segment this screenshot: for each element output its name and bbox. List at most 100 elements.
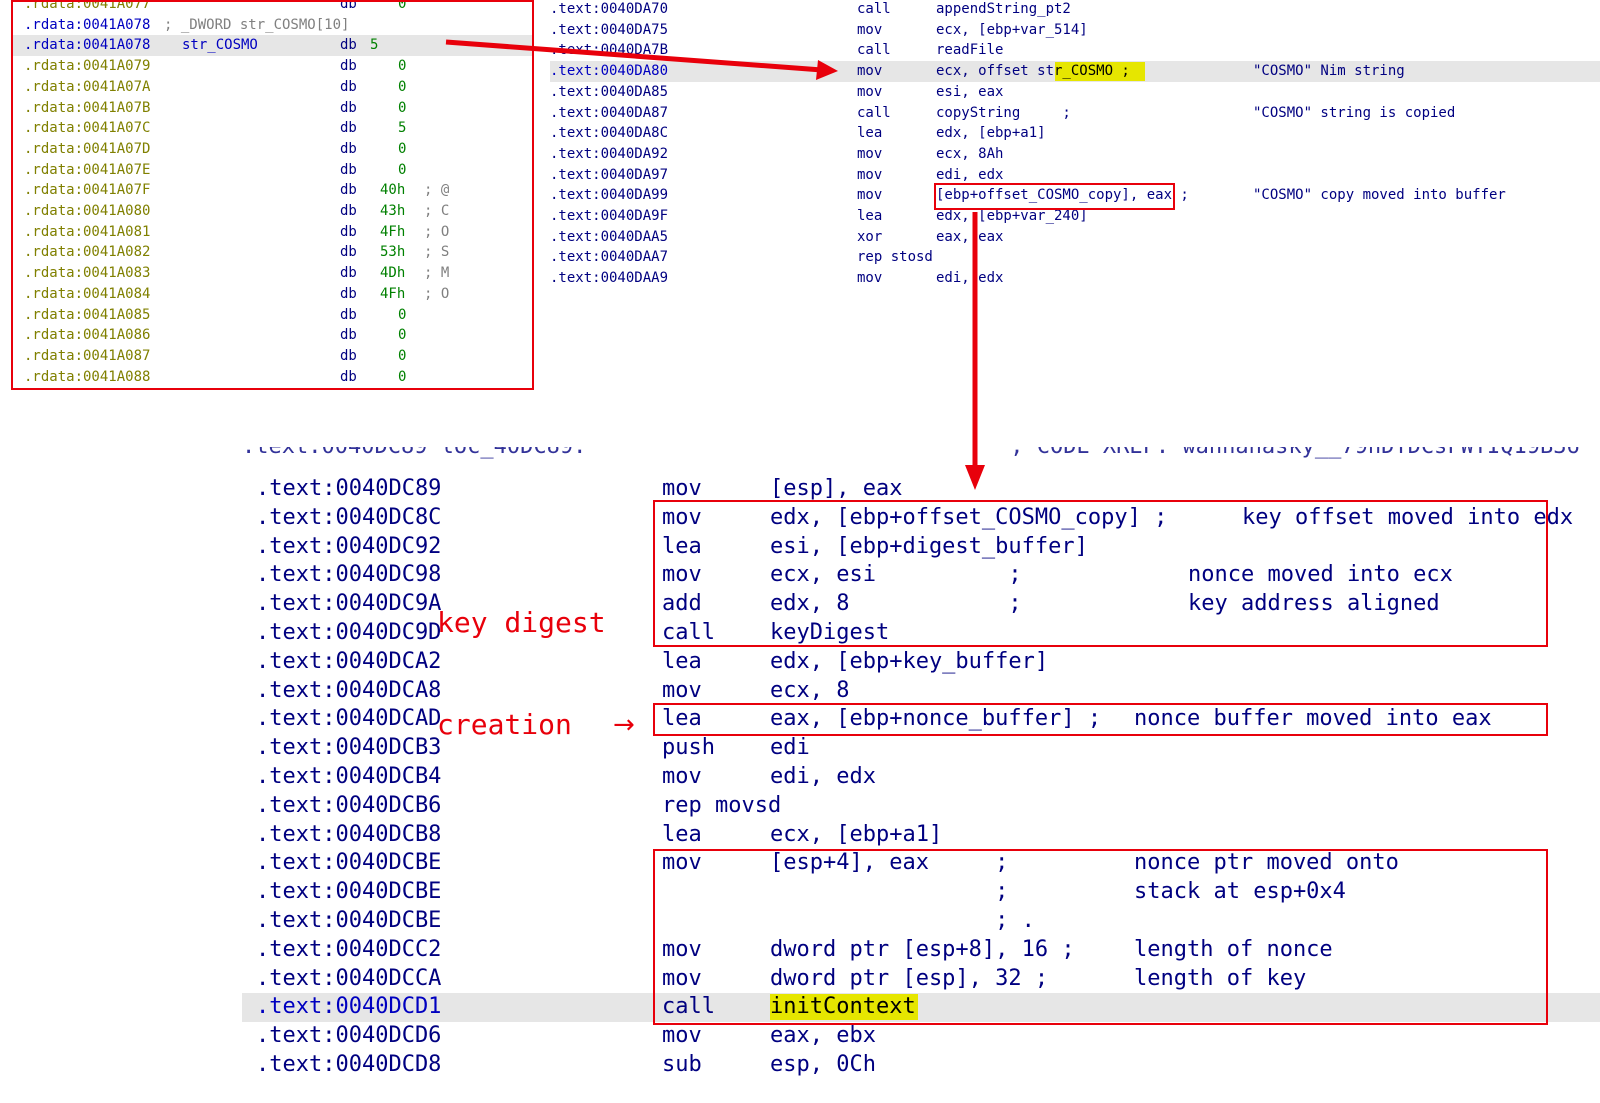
mnemonic: lea — [662, 706, 702, 732]
rdata-address: .rdata:0041A079 — [24, 58, 151, 75]
mnemonic: mov — [857, 83, 883, 100]
text-address: .text:0040DCB4 — [256, 764, 442, 789]
operands: edi, edx — [936, 270, 1004, 287]
rdata-address: .rdata:0041A07D — [24, 140, 151, 157]
comment: "COSMO" Nim string — [1253, 63, 1405, 80]
operands: edx, [ebp+key_buffer] — [770, 648, 1049, 674]
rdata-directive: db — [340, 306, 357, 323]
mnemonic: lea — [662, 821, 702, 847]
mnemonic: call — [857, 1, 891, 17]
text-address: .text:0040DC8C — [256, 504, 442, 530]
rdata-address: .rdata:0041A07C — [24, 120, 151, 137]
mnemonic: lea — [857, 208, 883, 224]
comment: stack at esp+0x4 — [1134, 879, 1346, 905]
rdata-directive: db — [340, 285, 357, 302]
text-address: .text:0040DCA8 — [256, 677, 442, 703]
rdata-value: 4Dh — [380, 265, 406, 282]
comment: "COSMO" copy moved into buffer — [1253, 187, 1506, 204]
operands: [ebp+offset_COSMO_copy], eax ; — [936, 187, 1189, 204]
text-address: .text:0040DA92 — [550, 145, 669, 162]
annotation-line-2: creation→ — [437, 708, 635, 742]
text-bottom-line: .text:0040DCB4 mov edi, edx — [242, 763, 1600, 792]
rdata-address: .rdata:0041A082 — [24, 244, 151, 261]
rdata-address: .rdata:0041A07F — [24, 182, 151, 199]
operands: edi, edx — [936, 166, 1004, 183]
str-cosmo-highlight — [1055, 62, 1145, 81]
text-address: .text:0040DA99 — [550, 187, 669, 204]
rdata-value: 0 — [398, 327, 407, 344]
rdata-directive: db — [340, 368, 357, 385]
mnemonic: mov — [662, 504, 702, 530]
operands: [esp], eax — [770, 476, 903, 501]
rdata-value: 0 — [398, 347, 407, 364]
rdata-address: .rdata:0041A087 — [24, 347, 151, 364]
mnemonic: mov — [662, 1023, 702, 1049]
text-address: .text:0040DCBE — [256, 850, 442, 876]
operands: ; . — [770, 908, 1035, 933]
rdata-comment: ; _DWORD str_COSMO[10] — [164, 16, 350, 33]
rdata-char-comment: ; S — [424, 244, 450, 261]
text-bottom-line: .text:0040DCBE ; . — [242, 907, 1600, 936]
mnemonic: mov — [662, 764, 702, 789]
rdata-directive: db — [340, 37, 357, 54]
comment: nonce buffer moved into eax — [1134, 706, 1492, 732]
rdata-value: 0 — [398, 99, 407, 116]
mnemonic: call — [857, 42, 891, 59]
rdata-address: .rdata:0041A077 — [24, 0, 151, 12]
operands: ecx, esi ; — [770, 562, 1022, 588]
rdata-address: .rdata:0041A07E — [24, 161, 151, 178]
text-top-line: .text:0040DA9F lea edx, [ebp+var_240] — [550, 206, 1600, 227]
operands: edx, [ebp+var_240] — [936, 208, 1088, 224]
text-address: .text:0040DA9F — [550, 208, 669, 224]
rdata-label: str_COSMO — [182, 37, 258, 54]
mnemonic: sub — [662, 1052, 702, 1077]
operands: esi, [ebp+digest_buffer] — [770, 533, 1088, 559]
rdata-address: .rdata:0041A088 — [24, 368, 151, 385]
rdata-directive: db — [340, 120, 357, 137]
cropped-xref-line: .text:0040DC89 loc_40DC89: ; CODE XREF: … — [242, 447, 1600, 462]
operands: eax, ebx — [770, 1023, 876, 1049]
mnemonic: mov — [857, 270, 883, 287]
nonce-buffer-box — [653, 703, 1548, 736]
rdata-value: 43h — [380, 203, 406, 219]
operands: copyString ; — [936, 104, 1071, 121]
text-bottom-line: .text:0040DC8C mov edx, [ebp+offset_COSMO_… — [242, 504, 1600, 533]
rdata-directive: db — [340, 182, 357, 199]
operands: edi, edx — [770, 764, 876, 789]
operands: readFile — [936, 42, 1004, 59]
operands: esp, 0Ch — [770, 1052, 876, 1077]
operands: edx, [ebp+offset_COSMO_copy] ; — [770, 504, 1168, 530]
annotation-line-1: key digest — [437, 606, 606, 639]
rdata-char-comment: ; C — [424, 203, 450, 219]
comment: "COSMO" string is copied — [1253, 104, 1456, 121]
rdata-directive: db — [340, 244, 357, 261]
operands: ecx, 8Ah — [936, 145, 1004, 162]
operands: edx, 8 ; — [770, 591, 1022, 617]
comment: nonce ptr moved onto — [1134, 850, 1399, 876]
text-address: .text:0040DC9A — [256, 591, 442, 617]
text-address: .text:0040DCB3 — [256, 735, 442, 761]
